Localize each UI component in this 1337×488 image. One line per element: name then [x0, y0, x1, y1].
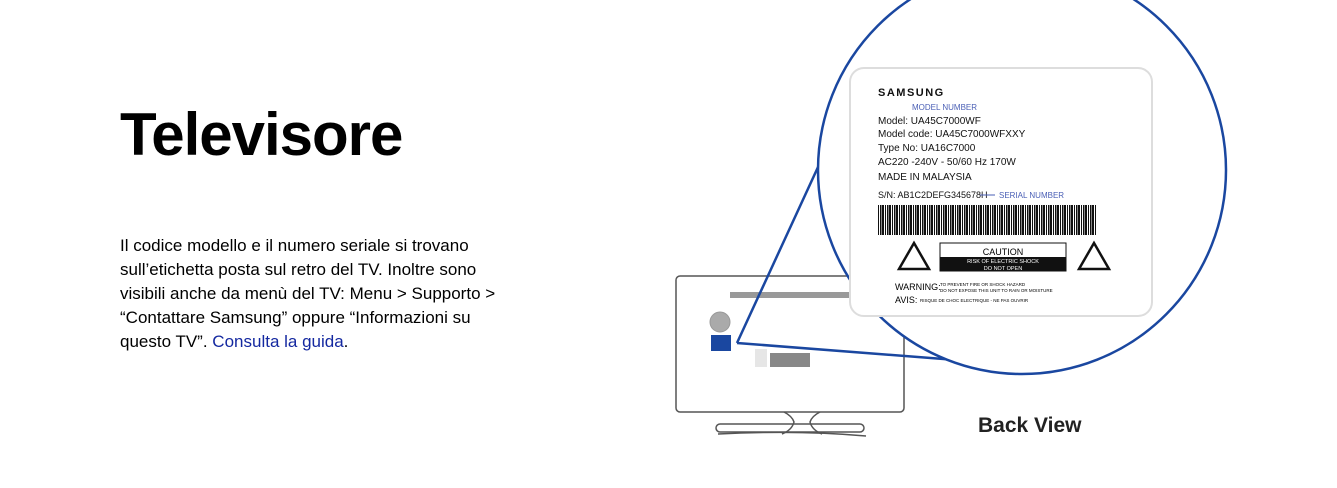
- electric-hazard-icon: [896, 240, 932, 271]
- warning-line2: DO NOT EXPOSE THIS UNIT TO RAIN OR MOIST…: [940, 288, 1053, 293]
- page-title: Televisore: [120, 101, 403, 168]
- label-serial: S/N: AB1C2DEFG345678H: [878, 190, 988, 200]
- label-power: AC220 -240V - 50/60 Hz 170W: [878, 157, 1016, 168]
- description-text: Il codice modello e il numero seriale si…: [120, 236, 496, 351]
- warning-line1: TO PREVENT FIRE OR SHOCK HAZARD: [940, 282, 1026, 287]
- label-card: [849, 67, 1153, 317]
- description: Il codice modello e il numero seriale si…: [120, 234, 510, 354]
- tv-port-round: [709, 311, 731, 333]
- back-view-caption: Back View: [978, 414, 1082, 437]
- label-model-code: Model code: UA45C7000WFXXY: [878, 129, 1026, 140]
- tv-back: [675, 275, 905, 437]
- label-model: Model: UA45C7000WF: [878, 116, 981, 127]
- avis-text: RISQUE DE CHOC ELECTRIQUE - NE PAS OUVRI…: [920, 298, 1029, 303]
- warning-icon: [1076, 240, 1112, 271]
- guide-link[interactable]: Consulta la guida: [212, 332, 344, 351]
- caution-line1: RISK OF ELECTRIC SHOCK: [967, 259, 1039, 265]
- label-brand: SAMSUNG: [878, 87, 945, 99]
- tv-vent: [730, 292, 900, 298]
- barcode: [878, 205, 1096, 235]
- caution-line2: DO NOT OPEN: [984, 266, 1022, 272]
- avis-label: AVIS:: [895, 295, 917, 305]
- warning-label: WARNING:: [895, 282, 941, 292]
- caution-title: CAUTION: [983, 247, 1024, 257]
- model-number-callout: MODEL NUMBER: [912, 103, 977, 112]
- tv-port: [755, 349, 767, 367]
- serial-number-callout: SERIAL NUMBER: [999, 191, 1064, 200]
- tv-connector-panel: [770, 353, 810, 367]
- label-location-marker: [711, 335, 731, 351]
- label-type-no: Type No: UA16C7000: [878, 143, 976, 154]
- label-origin: MADE IN MALAYSIA: [878, 172, 972, 183]
- description-suffix: .: [343, 332, 349, 351]
